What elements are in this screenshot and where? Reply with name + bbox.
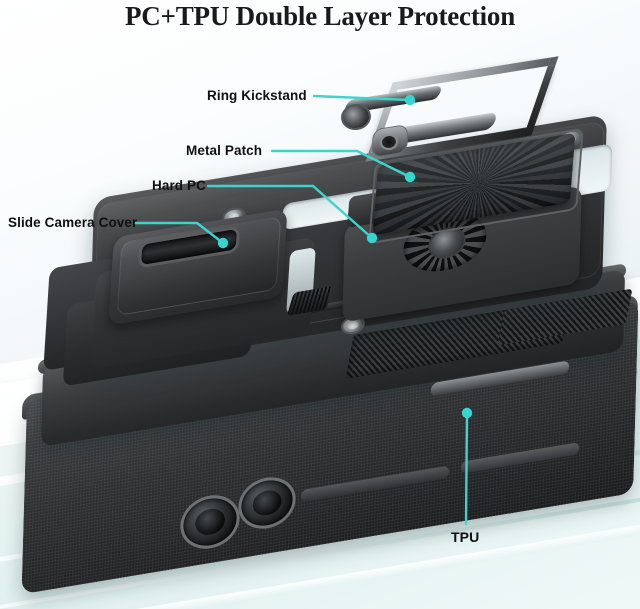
callout-label-metal-patch: Metal Patch xyxy=(186,143,263,158)
callout-dot-tpu xyxy=(461,407,473,419)
leader-line-slide-camera-cover xyxy=(132,221,225,245)
leader-line-metal-patch xyxy=(270,149,412,179)
callout-label-hard-pc: Hard PC xyxy=(152,178,206,193)
callout-dot-hard-pc xyxy=(366,232,378,244)
page-title: PC+TPU Double Layer Protection xyxy=(124,1,516,31)
callout-label-tpu: TPU xyxy=(451,529,480,545)
callout-dot-slide-camera-cover xyxy=(217,237,229,249)
leader-line-hard-pc xyxy=(206,184,374,240)
leader-line-tpu xyxy=(464,411,469,526)
leader-line-ring-kickstand xyxy=(312,94,412,102)
callout-dot-metal-patch xyxy=(404,171,416,183)
callout-label-slide-camera-cover: Slide Camera Cover xyxy=(8,215,138,230)
callout-label-ring-kickstand: Ring Kickstand xyxy=(207,88,307,103)
callout-dot-ring-kickstand xyxy=(404,94,416,106)
